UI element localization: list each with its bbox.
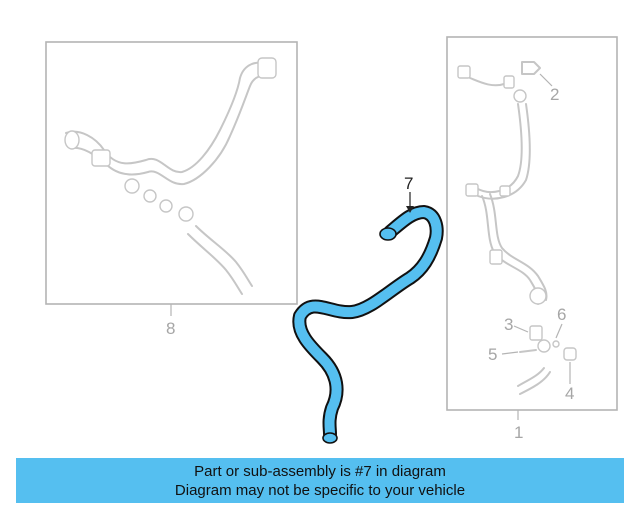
info-banner: Part or sub-assembly is #7 in diagram Di… — [16, 458, 624, 503]
banner-line-2: Diagram may not be specific to your vehi… — [174, 481, 466, 499]
assembly-panel-1: 2 3 6 5 4 1 — [446, 36, 618, 442]
assembly-frame-1 — [446, 36, 618, 411]
hose-end-fitting-top — [379, 227, 397, 241]
parts-diagram: 8 — [45, 36, 618, 444]
ghost-hose-assembly-1 — [457, 61, 577, 395]
leader-7-arrow — [406, 206, 414, 213]
callout-1: 1 — [514, 423, 523, 442]
highlighted-hose-part-7: 7 — [292, 174, 444, 444]
assembly-frame-8 — [45, 41, 298, 305]
callout-8: 8 — [166, 319, 175, 338]
assembly-panel-8: 8 — [45, 41, 298, 338]
ghost-hose-assembly-8 — [64, 57, 277, 295]
callout-2: 2 — [550, 85, 559, 104]
banner-line-1: Part or sub-assembly is #7 in diagram — [194, 462, 446, 480]
callout-6: 6 — [557, 305, 566, 324]
callout-4: 4 — [565, 384, 574, 403]
hose-end-fitting-bottom — [322, 432, 338, 444]
callout-3: 3 — [504, 315, 513, 334]
callout-7: 7 — [404, 174, 413, 193]
callout-5: 5 — [488, 345, 497, 364]
